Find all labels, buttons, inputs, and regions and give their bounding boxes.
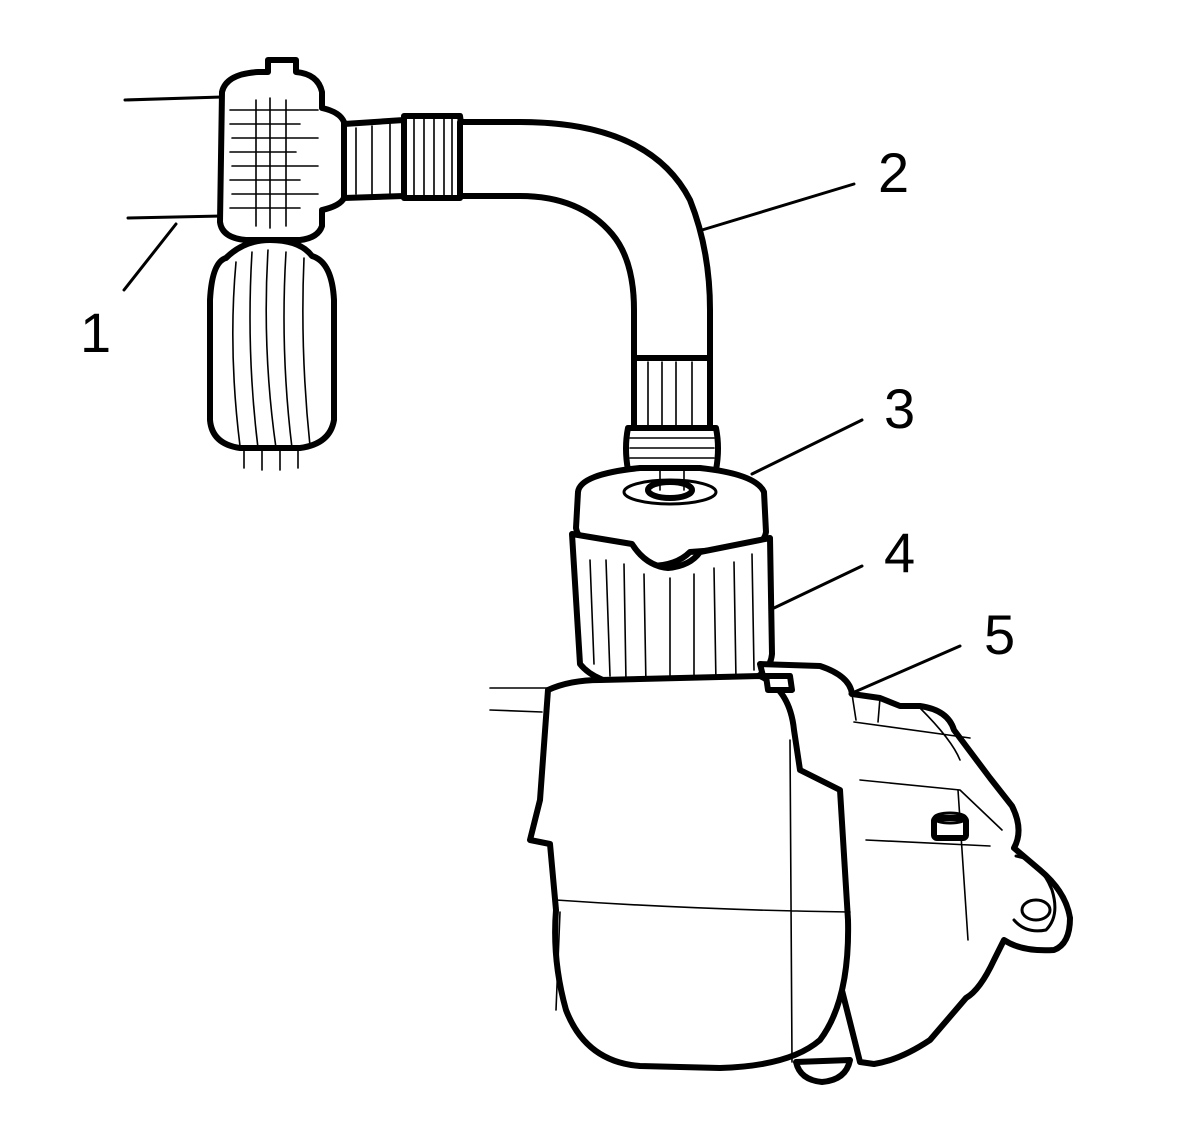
leader-line-5: [848, 644, 962, 696]
leader-line-4: [772, 564, 864, 610]
cap-adapter: [569, 531, 775, 691]
reservoir-body: [489, 661, 1073, 1085]
leader-lines: [122, 182, 962, 696]
leader-line-3: [750, 418, 864, 476]
callout-labels: 1 2 3 4 5: [80, 141, 1015, 666]
callout-5: 5: [984, 603, 1015, 666]
callout-2: 2: [878, 141, 909, 204]
hose-coupling-fitting: [123, 57, 347, 471]
leader-line-1: [122, 222, 178, 292]
callout-4: 4: [884, 521, 915, 584]
callout-3: 3: [884, 377, 915, 440]
hose-assembly: [341, 113, 721, 473]
callout-1: 1: [80, 301, 111, 364]
leader-line-2: [700, 182, 856, 232]
